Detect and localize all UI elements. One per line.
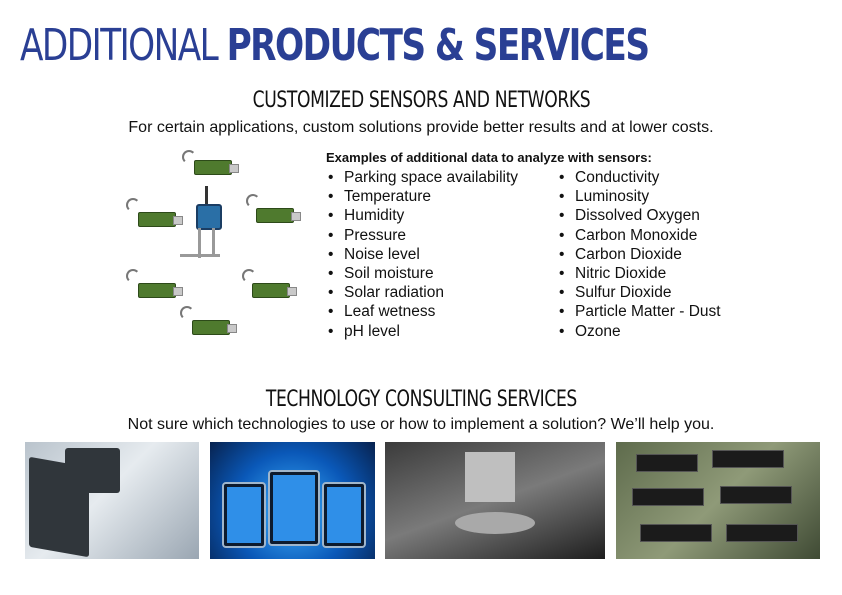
cable [198,228,201,258]
laptop-meeting-photo [25,442,199,559]
sensor-node-icon [138,283,183,298]
sensor-list-item: Leaf wetness [326,302,518,321]
machine-photo [385,442,605,559]
consulting-heading: Technology Consulting Services [265,387,577,412]
sensor-list-item: Pressure [326,226,518,245]
hub-antenna [205,186,208,206]
sensor-list-item: Humidity [326,206,518,225]
sensors-heading: Customized Sensors and Networks [252,88,590,113]
circuit-board-photo [616,442,820,559]
sensor-list-item: pH level [326,322,518,341]
sensors-intro: For certain applications, custom solutio… [128,119,714,136]
cable [212,228,215,256]
sensor-list-item: Carbon Monoxide [557,226,721,245]
signal-icon [242,269,256,283]
sensor-node-icon [256,208,301,223]
signal-icon [246,194,260,208]
signal-icon [182,150,196,164]
sensor-list-item: Nitric Dioxide [557,264,721,283]
sensor-node-icon [192,320,237,335]
sensor-list-item: Parking space availability [326,168,518,187]
sensor-list-item: Dissolved Oxygen [557,206,721,225]
sensor-list-item: Solar radiation [326,283,518,302]
sensor-list-col1: Parking space availabilityTemperatureHum… [326,168,518,341]
sensor-list-item: Sulfur Dioxide [557,283,721,302]
title-light: Additional [20,20,219,71]
sensor-list-item: Carbon Dioxide [557,245,721,264]
sensor-list-item: Ozone [557,322,721,341]
examples-heading: Examples of additional data to analyze w… [326,150,652,165]
sensor-list-item: Conductivity [557,168,721,187]
sensor-node-icon [252,283,297,298]
sensor-list-item: Temperature [326,187,518,206]
sensor-list-item: Soil moisture [326,264,518,283]
consulting-intro: Not sure which technologies to use or ho… [127,416,715,433]
sensor-list-item: Particle Matter - Dust [557,302,721,321]
signal-icon [126,198,140,212]
cable [180,254,220,257]
sensor-node-icon [138,212,183,227]
hub-icon [196,204,222,230]
title-bold: Products & Services [226,20,650,71]
signal-icon [126,269,140,283]
signal-icon [180,306,194,320]
tablets-photo [210,442,375,559]
sensor-list-item: Noise level [326,245,518,264]
sensor-network-diagram [118,146,303,341]
sensor-list-col2: ConductivityLuminosityDissolved OxygenCa… [557,168,721,341]
sensor-list-item: Luminosity [557,187,721,206]
page-title: Additional Products & Services [20,18,650,74]
sensor-node-icon [194,160,239,175]
